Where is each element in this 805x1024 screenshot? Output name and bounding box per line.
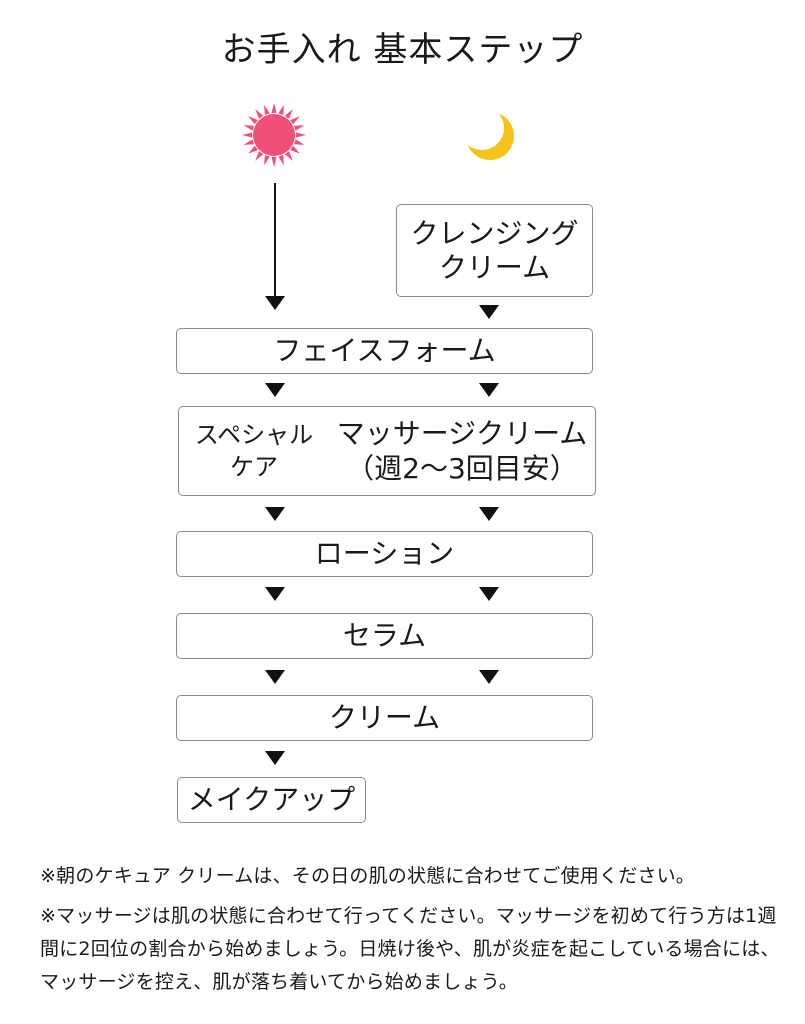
- step-label: スペシャル: [194, 420, 314, 449]
- sun-ray: [264, 104, 270, 116]
- sun-ray: [271, 103, 277, 114]
- step-label: クリーム: [328, 701, 441, 735]
- page-title: お手入れ 基本ステップ: [221, 30, 584, 70]
- step-label: マッサージクリーム: [336, 417, 588, 450]
- step-makeup: メイクアップ: [177, 777, 366, 823]
- step-label: セラム: [342, 619, 427, 653]
- special-care-label: スペシャル ケア: [179, 407, 329, 495]
- note-morning-cream: ※朝のケキュア クリームは、その日の肌の状態に合わせてご使用ください。: [40, 865, 696, 887]
- sun-ray: [284, 151, 293, 161]
- step-label: ケア: [230, 453, 278, 481]
- sun-ray: [242, 132, 253, 138]
- arrow-down-icon: [265, 751, 285, 765]
- arrow-down-icon: [479, 507, 499, 521]
- sun-ray: [278, 104, 284, 116]
- note-massage: ※マッサージは肌の状態に合わせて行ってください。マッサージを初めて行う方は1週間…: [40, 905, 780, 993]
- sun-ray: [278, 154, 284, 166]
- step-label: メイクアップ: [187, 783, 356, 817]
- crescent-moon-icon: [466, 112, 514, 160]
- step-label: フェイスフォーム: [273, 334, 496, 368]
- step-face-foam: フェイスフォーム: [176, 328, 593, 374]
- sun-ray: [284, 109, 293, 119]
- step-label: クレンジング: [410, 216, 579, 250]
- sun-ray: [271, 156, 277, 167]
- step-label: ローション: [314, 537, 455, 571]
- sun-ray: [255, 109, 264, 119]
- step-cleansing-cream: クレンジング クリーム: [396, 204, 593, 297]
- arrow-down-icon: [265, 383, 285, 397]
- arrow-down-icon: [265, 587, 285, 601]
- sun-ray: [295, 132, 306, 138]
- arrow-down-icon: [265, 670, 285, 684]
- sun-ray: [255, 151, 264, 161]
- sun-ray: [290, 145, 300, 154]
- morning-flow-line: [274, 183, 276, 298]
- step-note: （週2〜3回目安）: [346, 452, 578, 485]
- sun-icon: [242, 103, 306, 167]
- sun-ray: [293, 139, 305, 145]
- arrow-down-icon: [479, 305, 499, 319]
- arrow-down-icon: [479, 383, 499, 397]
- step-cream: クリーム: [176, 695, 593, 741]
- arrow-down-icon: [265, 296, 285, 310]
- sun-ray: [264, 154, 270, 166]
- sun-ray: [248, 116, 258, 125]
- arrow-down-icon: [479, 670, 499, 684]
- step-lotion: ローション: [176, 531, 593, 577]
- sun-ray: [290, 116, 300, 125]
- sun-ray: [243, 139, 255, 145]
- step-special-care-massage: スペシャル ケア マッサージクリーム （週2〜3回目安）: [178, 406, 596, 496]
- sun-ray: [248, 145, 258, 154]
- step-serum: セラム: [176, 613, 593, 659]
- step-label: クリーム: [438, 250, 551, 284]
- sun-ray: [243, 125, 255, 131]
- arrow-down-icon: [479, 587, 499, 601]
- arrow-down-icon: [265, 507, 285, 521]
- massage-cream-label: マッサージクリーム （週2〜3回目安）: [329, 407, 595, 495]
- sun-ray: [293, 125, 305, 131]
